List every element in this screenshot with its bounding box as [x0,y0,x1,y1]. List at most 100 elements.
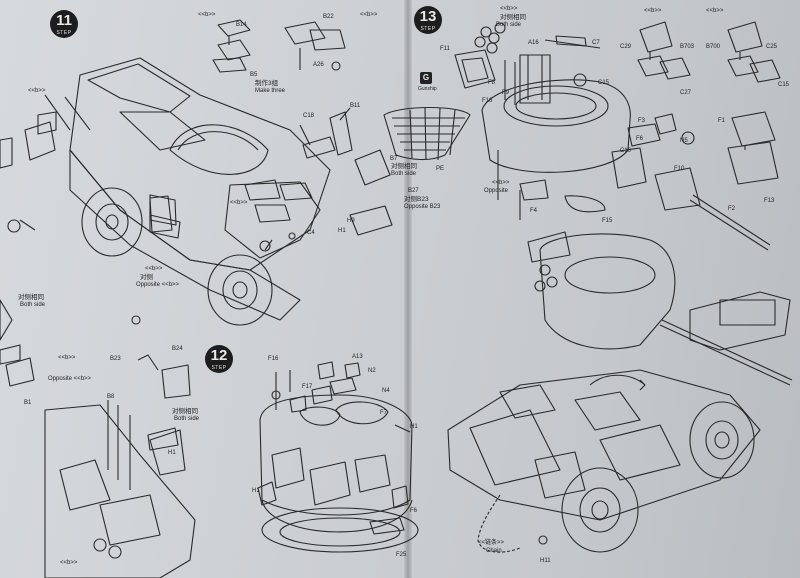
part-c29: C29 [620,44,632,50]
hull-front-detail [0,344,196,578]
part-f6: F6 [410,508,418,514]
part-f16: F16 [268,356,279,362]
part-b1: B1 [24,400,32,406]
label-both-side-a: Both side [391,171,417,177]
label-both-side-cn-b: 对侧相同 [18,294,44,301]
part-f6-b: F6 [636,136,644,142]
part-b5: B5 [250,72,258,78]
part-c4: C4 [307,230,315,236]
part-c18: C18 [303,113,315,119]
completed-vehicle-step13 [447,150,793,553]
part-c27: C27 [680,90,692,96]
part-b24: B24 [172,346,183,352]
step-12-word: STEP [211,365,227,371]
part-n5: N5 [680,138,688,144]
color-code-badge: G [420,72,432,84]
part-h1-a: H1 [338,228,346,234]
step-13-badge: 13 STEP [414,6,442,34]
part-h1-b: H1 [410,424,418,430]
part-a26: A26 [313,62,324,68]
part-b22: B22 [323,14,334,20]
part-a13: A13 [352,354,363,360]
label-b-top: <<b>> [198,12,216,18]
label-b-left: <<b>> [58,355,76,361]
step-11-word: STEP [56,30,72,36]
hull-drawing-step11 [0,57,331,341]
pe-grille-part [383,106,471,161]
part-c25: C25 [766,44,778,50]
part-c15: C15 [598,80,610,86]
parts-step11-top [212,19,393,252]
part-f9: F9 [502,90,510,96]
part-f15: F15 [602,218,613,224]
part-f4: F4 [530,208,538,214]
part-b27: B27 [408,188,419,194]
part-b8: B8 [107,394,115,400]
part-f25: F25 [396,552,407,558]
step-11-number: 11 [56,12,72,29]
label-b-step11: <<b>> [28,88,46,94]
label-opposite-cn: 对侧 [140,274,153,281]
part-f7: F7 [380,410,388,416]
part-b7: B7 [390,156,398,162]
step-11-badge: 11 STEP [50,10,78,38]
label-b-turret: <<b>> [492,180,510,186]
label-both-side-c: Both side [174,416,200,422]
part-b703: B703 [680,44,695,50]
part-f17: F17 [302,384,313,390]
label-both-side-b: Both side [20,302,46,308]
color-code-caption: Gunship [418,86,437,92]
part-f2: F2 [728,206,736,212]
part-a16: A16 [528,40,539,46]
page-fold [404,0,412,578]
part-h1-d: H1 [168,450,176,456]
part-n4: N4 [382,388,390,394]
label-both-side-d: Both side [496,22,522,28]
part-f13: F13 [764,198,775,204]
label-b-topright-a: <<b>> [644,8,662,14]
part-b14: B14 [236,22,247,28]
part-b11: B11 [350,103,361,109]
label-both-side-cn-c: 对侧相同 [172,408,198,415]
label-opposite-b-mid: Opposite <<b>> [136,282,180,288]
part-f16-b: F16 [482,98,493,104]
label-b-mid-l: <<b>> [230,200,248,206]
part-h1-c: H1 [252,488,260,494]
part-b700: B700 [706,44,721,50]
part-f1: F1 [718,118,726,124]
label-b-topmid: <<b>> [500,6,518,12]
turret-drawing-step13 [454,22,771,251]
part-f8: F8 [488,80,496,86]
label-make-three-cn: 制作3组 [255,80,279,87]
step-12-number: 12 [210,347,228,364]
part-f11: F11 [440,46,450,52]
part-b23: B23 [110,356,121,362]
part-c7: C7 [592,40,600,46]
step-12-badge: 12 STEP [205,345,233,373]
label-opposite-b-turret: Opposite [484,188,509,194]
part-pe: PE [436,166,445,172]
parts-step13-topright [637,21,781,185]
label-opposite-b23: Opposite B23 [404,204,441,210]
label-b-mid: <<b>> [145,266,163,272]
label-chain: Chain [486,548,502,554]
label-chain-cn: <<链条>> [478,540,505,546]
turret-drawing-step12 [257,361,419,553]
step-13-number: 13 [419,8,437,25]
label-opposite-b23-cn: 对侧B23 [404,196,429,203]
label-opposite-b-left: Opposite <<b>> [48,376,92,382]
label-b-topright-b: <<b>> [706,8,724,14]
label-both-side-cn-d: 对侧相同 [500,14,526,21]
part-f10: F10 [674,166,685,172]
part-h11: H11 [540,558,551,564]
label-make-three: Make three [255,88,286,94]
part-c15-b: C15 [778,82,790,88]
part-f3: F3 [638,118,646,124]
label-b-bottom: <<b>> [60,560,78,566]
part-h9: H9 [347,218,355,224]
step-13-word: STEP [420,26,436,32]
label-b-topleft-r: <<b>> [360,12,378,18]
part-c16: C16 [620,148,632,154]
